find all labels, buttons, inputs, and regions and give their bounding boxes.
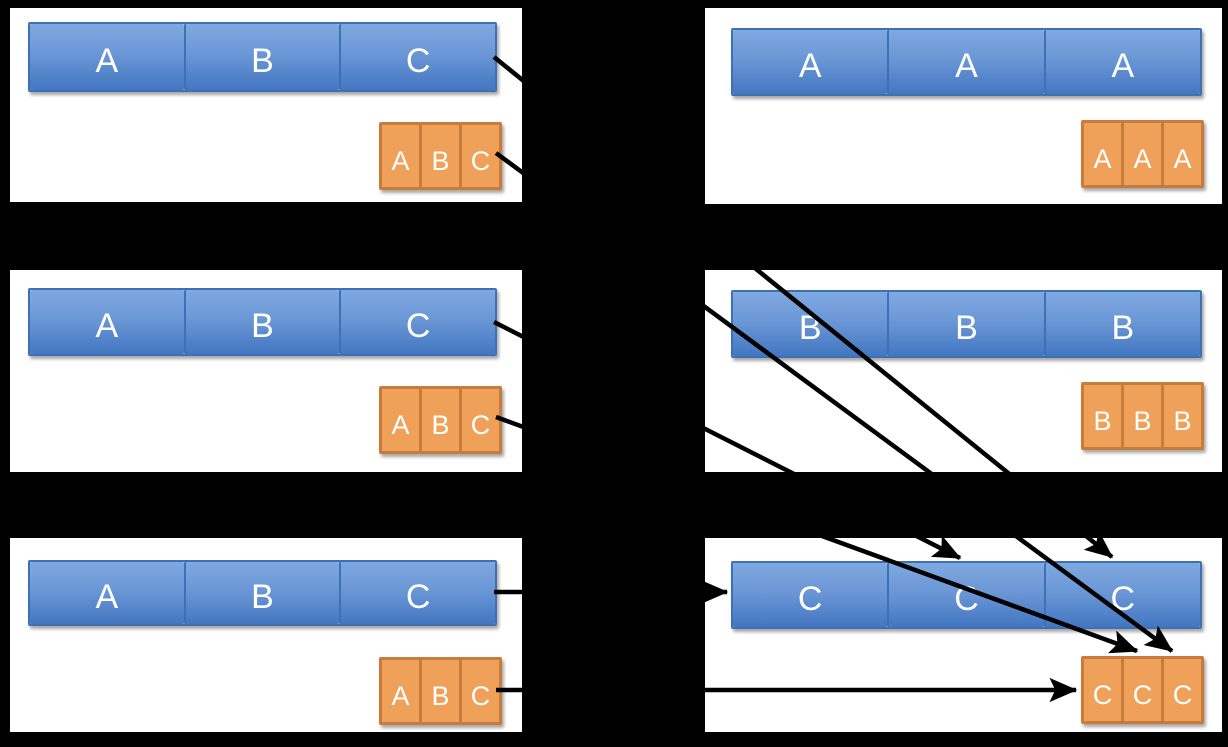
partition-label: A xyxy=(95,307,119,345)
replica-label: B xyxy=(1133,405,1152,436)
partition-cell: A xyxy=(30,24,184,90)
partition-label: C xyxy=(797,580,823,618)
replica-cell: A xyxy=(1084,123,1121,185)
replica-label: C xyxy=(1172,679,1193,710)
replica-label: C xyxy=(470,145,491,176)
replica-strip: A B C xyxy=(379,122,502,190)
partition-cell: C xyxy=(339,290,496,354)
replica-label: B xyxy=(431,680,450,711)
replica-label: A xyxy=(391,409,410,440)
partition-cell: C xyxy=(887,563,1044,627)
partition-cell: A xyxy=(1043,30,1200,94)
replica-label: A xyxy=(1133,143,1152,174)
partition-cell: A xyxy=(30,562,184,624)
replica-label: B xyxy=(1093,405,1112,436)
replica-cell: B xyxy=(1084,385,1121,447)
partition-cell: B xyxy=(183,24,340,90)
partition-label: A xyxy=(955,47,978,85)
replica-cell: A xyxy=(382,389,419,451)
replica-cell: B xyxy=(1161,385,1201,447)
partition-label: C xyxy=(1110,580,1136,618)
replica-cell: C xyxy=(1161,659,1201,721)
replica-cell: A xyxy=(382,660,419,722)
replica-label: A xyxy=(1093,143,1112,174)
replica-strip: B B B xyxy=(1081,382,1204,450)
partition-cell: A xyxy=(887,30,1044,94)
partition-cell: C xyxy=(733,563,888,627)
partition-label: B xyxy=(251,307,274,345)
replica-label: B xyxy=(1173,405,1192,436)
partition-label: B xyxy=(251,42,274,80)
partition-bar: A B C xyxy=(28,22,497,92)
replica-strip: A B C xyxy=(379,386,502,454)
partition-label: C xyxy=(405,42,431,80)
replica-cell: B xyxy=(419,389,459,451)
replica-label: C xyxy=(470,409,491,440)
replica-label: A xyxy=(391,145,410,176)
replica-cell: C xyxy=(459,125,499,187)
node-panel-top-right: A A A A A A xyxy=(705,8,1222,204)
partition-label: A xyxy=(95,42,119,80)
replica-cell: C xyxy=(1121,659,1161,721)
partition-cell: B xyxy=(1043,292,1200,356)
replica-cell: B xyxy=(1121,385,1161,447)
replica-cell: A xyxy=(382,125,419,187)
replica-cell: A xyxy=(1121,123,1161,185)
replica-label: A xyxy=(391,680,410,711)
partition-cell: B xyxy=(183,562,340,624)
replica-cell: C xyxy=(459,660,499,722)
node-panel-bottom-right: C C C C C C xyxy=(705,538,1222,732)
partition-cell: C xyxy=(1043,563,1200,627)
partition-label: B xyxy=(1111,309,1135,347)
replica-cell: B xyxy=(419,660,459,722)
partition-cell: C xyxy=(339,24,496,90)
partition-label: B xyxy=(798,309,822,347)
partition-label: A xyxy=(798,47,822,85)
partition-cell: A xyxy=(30,290,184,354)
replica-cell: A xyxy=(1161,123,1201,185)
replica-label: B xyxy=(431,409,450,440)
partition-cell: B xyxy=(183,290,340,354)
partition-bar: A A A xyxy=(731,28,1202,96)
partition-label: C xyxy=(954,580,979,618)
partition-bar: A B C xyxy=(28,288,497,356)
replica-label: C xyxy=(1092,679,1113,710)
partition-label: C xyxy=(405,578,431,616)
replica-label: C xyxy=(1132,679,1153,710)
partition-cell: A xyxy=(733,30,888,94)
partition-label: A xyxy=(1111,47,1135,85)
partition-label: B xyxy=(251,578,274,616)
partition-cell: C xyxy=(339,562,496,624)
replica-strip: A A A xyxy=(1081,120,1204,188)
replica-label: A xyxy=(1173,143,1192,174)
partition-label: B xyxy=(955,309,978,347)
replica-strip: A B C xyxy=(379,657,502,725)
partition-bar: A B C xyxy=(28,560,497,626)
partition-label: A xyxy=(95,578,119,616)
replica-cell: C xyxy=(1084,659,1121,721)
partition-cell: B xyxy=(887,292,1044,356)
node-panel-top-left: A B C A B C xyxy=(10,8,522,202)
node-panel-middle-left: A B C A B C xyxy=(10,270,522,472)
replica-cell: C xyxy=(459,389,499,451)
node-panel-middle-right: B B B B B B xyxy=(705,270,1222,472)
partition-bar: C C C xyxy=(731,561,1202,629)
node-panel-bottom-left: A B C A B C xyxy=(10,538,522,732)
replica-cell: B xyxy=(419,125,459,187)
replica-label: C xyxy=(470,680,491,711)
replica-strip: C C C xyxy=(1081,656,1204,724)
replica-label: B xyxy=(431,145,450,176)
partition-bar: B B B xyxy=(731,290,1202,358)
partition-label: C xyxy=(405,307,431,345)
partition-cell: B xyxy=(733,292,888,356)
